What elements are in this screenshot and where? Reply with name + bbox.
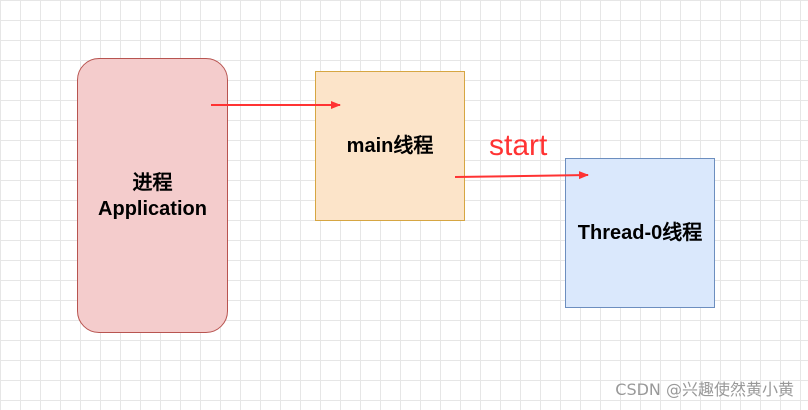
main-thread-node: main线程: [315, 71, 465, 221]
watermark: CSDN @兴趣使然黄小黄: [615, 380, 794, 399]
process-title: 进程: [132, 171, 173, 194]
main-thread-label: main线程: [346, 135, 434, 157]
process-subtitle: Application: [98, 197, 207, 220]
thread-0-label: Thread-0线程: [577, 222, 703, 244]
start-edge-label: start: [489, 129, 548, 162]
thread-0-node: Thread-0线程: [565, 158, 715, 308]
process-node: 进程 Application: [77, 58, 228, 333]
